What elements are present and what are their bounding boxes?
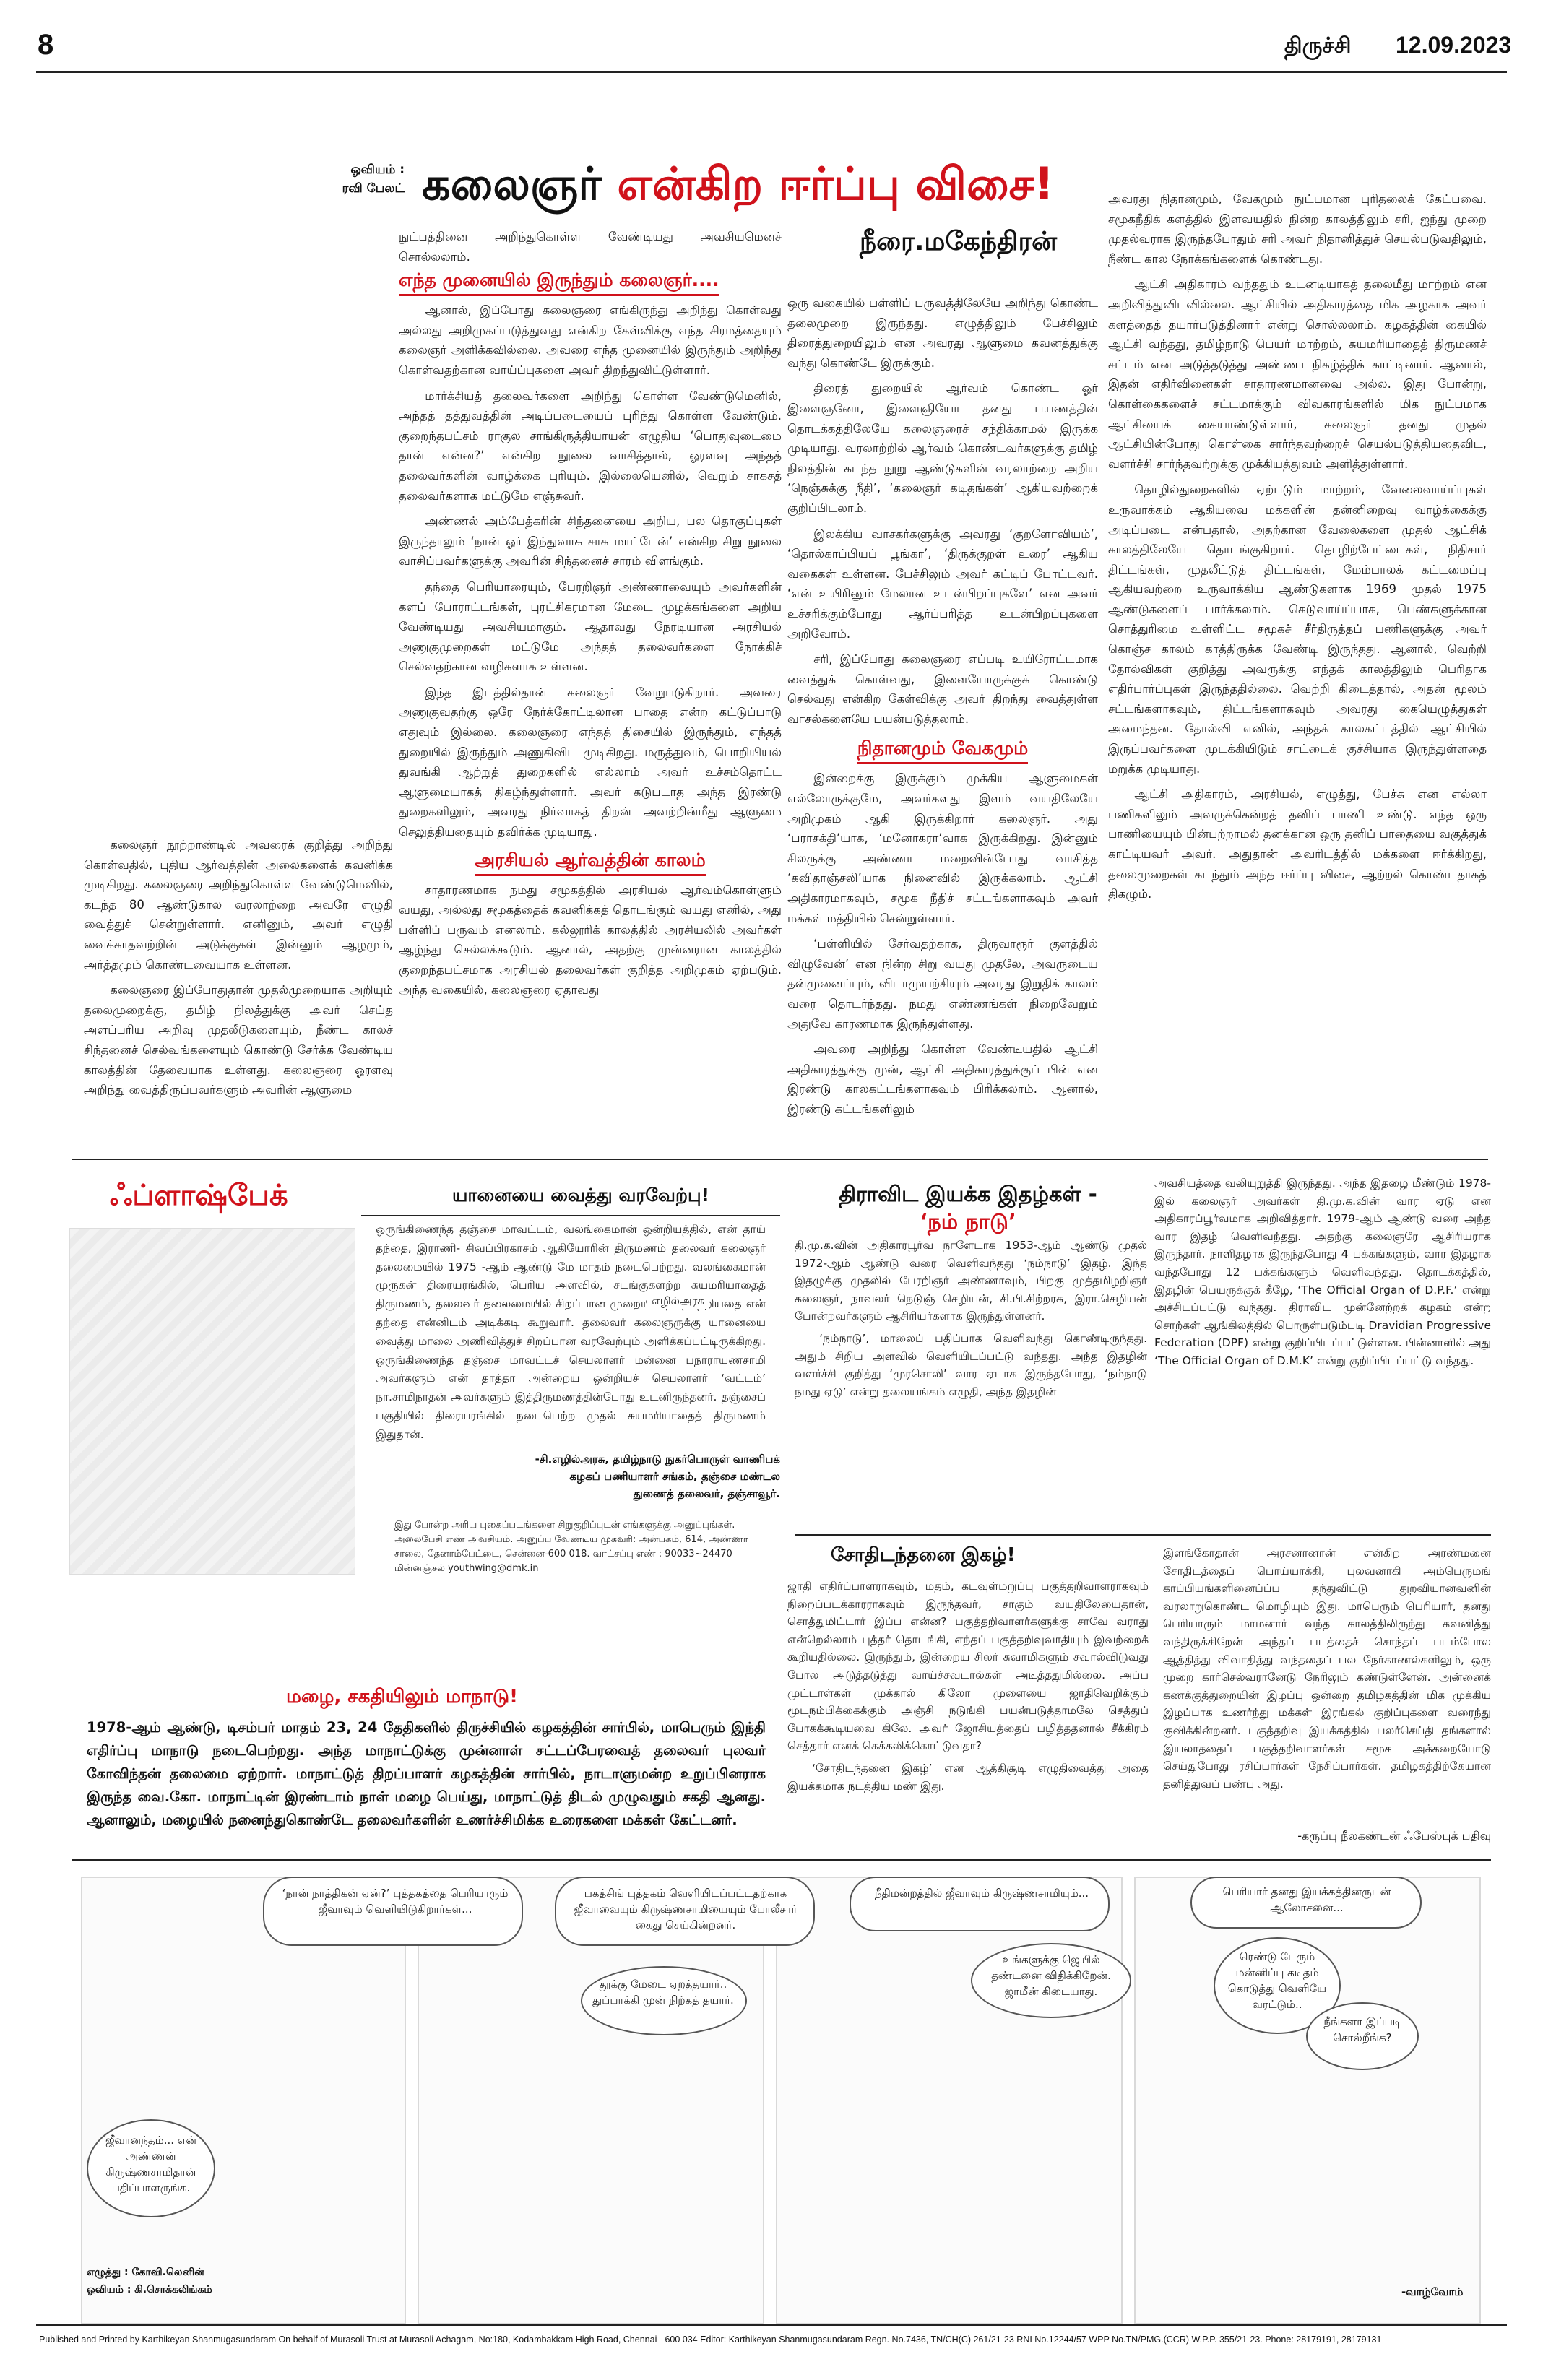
headline-black: கலைஞர் [422,157,602,210]
flashback-signature: -சி.எழில்அரசு, தமிழ்நாடு நுகர்பொருள் வாண… [405,1450,780,1502]
main-headline: கலைஞர் என்கிற ஈர்ப்பு விசை! [422,155,1144,214]
article-col2-p4: தந்தை பெரியாரையும், பேரறிஞர் அண்ணாவையும்… [399,579,782,674]
article-col3-p4: சரி, இப்போது கலைஞரை எப்படி உயிரோட்டமாக வ… [787,652,1098,726]
dravida-title-line-2: ‘நம் நாடு’ [920,1209,1016,1234]
dravida-body-left: தி.மு.க.வின் அதிகாரபூர்வ நாளேடாக 1953-ஆம… [795,1237,1147,1524]
article-col3-p2: திரைத் துறையில் ஆர்வம் கொண்ட ஓர் இளைஞனோ,… [787,381,1098,515]
flashback-sign-line-2: கழகப் பணியாளர் சங்கம், தஞ்சை மண்டல [569,1470,780,1483]
cartoon-caption-bubble-1 [263,1877,523,1946]
headline-red: என்கிற ஈர்ப்பு விசை! [617,157,1055,210]
article-author: நீரை.மகேந்திரன் [860,227,1058,256]
dravida-text-3: அவசியத்தை வலியுறுத்தி இருந்தது. அந்த இதழ… [1154,1177,1491,1367]
speech-bubble-8 [1306,2002,1419,2070]
flashback-brand: ஃப்ளாஷ்பேக் [110,1179,288,1212]
flashback-title: யானையை வைத்து வரவேற்பு! [452,1185,709,1206]
cartoon-speech-8: நீங்களா இப்படி சொல்றீங்க? [1323,2015,1401,2044]
subhead-any-angle: எந்த முனையில் இருந்தும் கலைஞர்.... [399,268,782,297]
dravida-text-2: ‘நம்நாடு’, மாலைப் பதிப்பாக வெளிவந்து கொண… [795,1331,1147,1398]
illustration-credit-label: ஓவியம் : [350,163,405,177]
sothida-body-right: இளங்கோதான் அரசனானான் என்கிற அரண்மனை சோதி… [1163,1544,1491,1819]
flashback-sign-line-1: -சி.எழில்அரசு, தமிழ்நாடு நுகர்பொருள் வாண… [535,1453,780,1466]
flashback-wedding-photo [69,1228,355,1575]
subhead-political-interest: அரசியல் ஆர்வத்தின் காலம் [399,848,782,876]
illustration-credit: ஓவியம் : ரவி பேலட் [303,160,405,198]
article-col2-p5: இந்த இடத்தில்தான் கலைஞர் வேறுபடுகிறார். … [399,685,782,839]
speech-bubble-3 [581,1966,747,2035]
article-col3-p1: ஒரு வகையில் பள்ளிப் பருவத்திலேயே அறிந்து… [787,296,1098,370]
article-col3-p6: ‘பள்ளியில் சேர்வதற்காக, திருவாரூர் குளத்… [787,937,1098,1031]
dravida-title-line-1: திராவிட இயக்க இதழ்கள் - [839,1182,1097,1206]
cartoon-caption-bubble-6 [1190,1877,1422,1929]
flashback-submission-note: இது போன்ற அரிய புகைப்படங்களை சிறுகுறிப்ப… [394,1520,748,1574]
article-col-1: கலைஞர் நூற்றாண்டில் அவரைக் குறித்து அறிந… [84,835,393,1146]
footer-imprint: Published and Printed by Karthikeyan Sha… [39,2334,1382,2345]
page-number: 8 [38,29,54,61]
article-intro: கலைஞர் நூற்றாண்டில் அவரைக் குறித்து அறிந… [84,838,393,972]
mid-section-rule [72,1159,1488,1160]
sothida-body-left: ஜாதி எதிர்ப்பாளராகவும், மதம், கடவுள்மறுப… [787,1578,1149,1851]
flashback-title-rule [361,1215,780,1216]
article-col-2: நுட்பத்தினை அறிந்துகொள்ள வேண்டியது அவசிய… [399,227,782,1146]
cartoon-top-rule [72,1859,1491,1861]
article-col2-p6: சாதாரணமாக நமது சமூகத்தில் அரசியல் ஆர்வம்… [399,883,782,997]
cartoon-speech-5: உங்களுக்கு ஜெயில் தண்டனை விதிக்கிறேன். ஜ… [991,1953,1111,1998]
cartoon-speech-9: ஜீவானந்தம்... என் அண்ணன் கிருஷ்ணசாமிதான்… [105,2134,197,2194]
article-col1-p2: கலைஞரை இப்போதுதான் முதல்முறையாக அறியும் … [84,983,393,1097]
illustration-credit-name: ரவி பேலட் [342,181,405,196]
flashback-sign-line-3: துணைத் தலைவர், தஞ்சாவூர். [633,1487,780,1500]
cartoon-writer-credit: எழுத்து : கோவி.லெனின் [87,2267,204,2278]
article-col2-cont: நுட்பத்தினை அறிந்துகொள்ள வேண்டியது அவசிய… [399,230,782,264]
cartoon-speech-3: தூக்கு மேடை ஏறத்தயார்.. துப்பாக்கி முன் … [592,1978,734,2007]
article-col-3: ஒரு வகையில் பள்ளிப் பருவத்திலேயே அறிந்து… [787,293,1098,1146]
article-col2-p3: அண்ணல் அம்பேத்கரின் சிந்தனையை அறிய, பல த… [399,514,782,568]
sothida-text-1: ஜாதி எதிர்ப்பாளராகவும், மதம், கடவுள்மறுப… [787,1580,1149,1753]
cartoon-caption-4: நீதிமன்றத்தில் ஜீவாவும் கிருஷ்ணசாமியும்.… [874,1887,1089,1900]
subhead-calm-and-speed: நிதானமும் வேகமும் [787,736,1098,765]
article-col2-p2: மார்க்சியத் தலைவர்களை அறிந்து கொள்ள வேண்… [399,389,782,503]
sothida-credit: -கருப்பு நீலகண்டன் ஃபேஸ்புக் பதிவு [1297,1829,1491,1843]
footer-rule [36,2324,1507,2326]
article-col3-p7: அவரை அறிந்து கொள்ள வேண்டியதில் ஆட்சி அதி… [787,1042,1098,1116]
speech-bubble-5 [971,1943,1131,2018]
article-col-4: அவரது நிதானமும், வேகமும் நுட்பமான புரிதல… [1108,189,1487,1146]
dravida-body-right: அவசியத்தை வலியுறுத்தி இருந்தது. அந்த இதழ… [1154,1174,1491,1524]
cartoon-caption-2: பகத்சிங் புத்தகம் வெளியிடப்பட்டதற்காக ஜீ… [574,1887,798,1931]
article-col3-p5: இன்றைக்கு இருக்கும் முக்கிய ஆளுமைகள் எல்… [787,771,1098,925]
cartoon-caption-bubble-2 [555,1877,815,1946]
cartoon-speech-7: ரெண்டு பேரும் மன்னிப்பு கடிதம் கொடுத்து … [1227,1950,1327,2011]
article-col4-p2: ஆட்சி அதிகாரம் வந்ததும் உடனடியாகத் தலைமீ… [1108,277,1487,471]
sothida-title: சோதிடந்தனை இகழ்! [831,1544,1016,1566]
flashback-text: ஒருங்கிணைந்த தஞ்சை மாவட்டம், வலங்கைமான் … [376,1223,766,1441]
article-col3-p3: இலக்கிய வாசகர்களுக்கு அவரது ‘குறளோவியம்’… [787,527,1098,641]
dravida-bottom-rule [795,1534,1491,1536]
sothida-text-2: ‘சோதிடந்தனை இகழ்’ என ஆத்திசூடி எழுதிவைத்… [787,1761,1149,1793]
cartoon-panel-1 [81,1877,406,2324]
cartoon-caption-6: பெரியார் தனது இயக்கத்தினருடன் ஆலோசனை... [1222,1885,1391,1914]
flashback-body: ஒருங்கிணைந்த தஞ்சை மாவட்டம், வலங்கைமான் … [376,1221,766,1446]
cartoon-credits: எழுத்து : கோவி.லெனின் ஓவியம் : கி.சொக்கல… [87,2264,212,2298]
flashback-author-tag: எழில்அரசு [647,1294,709,1309]
cartoon-artist-credit: ஓவியம் : கி.சொக்கலிங்கம் [87,2284,212,2295]
rain-text: 1978-ஆம் ஆண்டு, டிசம்பர் மாதம் 23, 24 தே… [87,1719,766,1828]
speech-bubble-9 [87,2119,215,2217]
article-col4-p3: தொழில்துறைகளில் ஏற்படும் மாற்றம், வேலைவா… [1108,483,1487,776]
cartoon-panel-2 [418,1877,764,2324]
article-col4-p4: ஆட்சி அதிகாரம், அரசியல், எழுத்து, பேச்சு… [1108,787,1487,901]
issue-date: 12.09.2023 [1396,32,1512,58]
sothida-text-3: இளங்கோதான் அரசனானான் என்கிற அரண்மனை சோதி… [1163,1546,1491,1791]
cartoon-continues-label: -வாழ்வோம் [1401,2285,1464,2298]
cartoon-caption-bubble-4 [850,1877,1110,1931]
rain-title: மழை, சகதியிலும் மாநாடு! [286,1686,518,1708]
kalaignar-portrait-art [62,160,293,810]
dravida-title: திராவிட இயக்க இதழ்கள் - ‘நம் நாடு’ [795,1180,1141,1235]
article-col2-p1: ஆனால், இப்போது கலைஞரை எங்கிருந்து அறிந்த… [399,303,782,377]
cartoon-caption-1: ‘நான் நாத்திகன் ஏன்?’ புத்தகத்தை பெரியார… [282,1887,509,1916]
rain-body: 1978-ஆம் ஆண்டு, டிசம்பர் மாதம் 23, 24 தே… [87,1716,766,1839]
dravida-text-1: தி.மு.க.வின் அதிகாரபூர்வ நாளேடாக 1953-ஆம… [795,1239,1147,1323]
article-col4-p1: அவரது நிதானமும், வேகமும் நுட்பமான புரிதல… [1108,192,1487,266]
edition-name: திருச்சி [1284,33,1352,59]
header-rule [36,71,1507,73]
